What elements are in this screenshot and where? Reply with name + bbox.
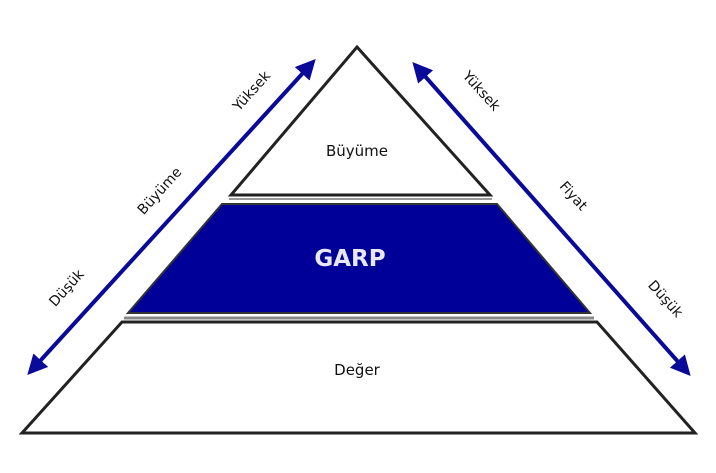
left-double-arrow (27, 59, 316, 375)
left-axis-low: Düşük (46, 266, 88, 310)
right-axis-name: Fiyat (556, 179, 590, 215)
tier-top-label: Büyüme (326, 142, 388, 160)
right-double-arrow (412, 62, 691, 376)
tier-middle-label: GARP (314, 246, 385, 272)
left-axis-high: Yüksek (229, 67, 274, 115)
right-axis-high: Yüksek (458, 67, 503, 115)
tier-bottom-label: Değer (334, 361, 381, 379)
right-axis-low: Düşük (644, 278, 686, 322)
tier-top (227, 44, 494, 197)
